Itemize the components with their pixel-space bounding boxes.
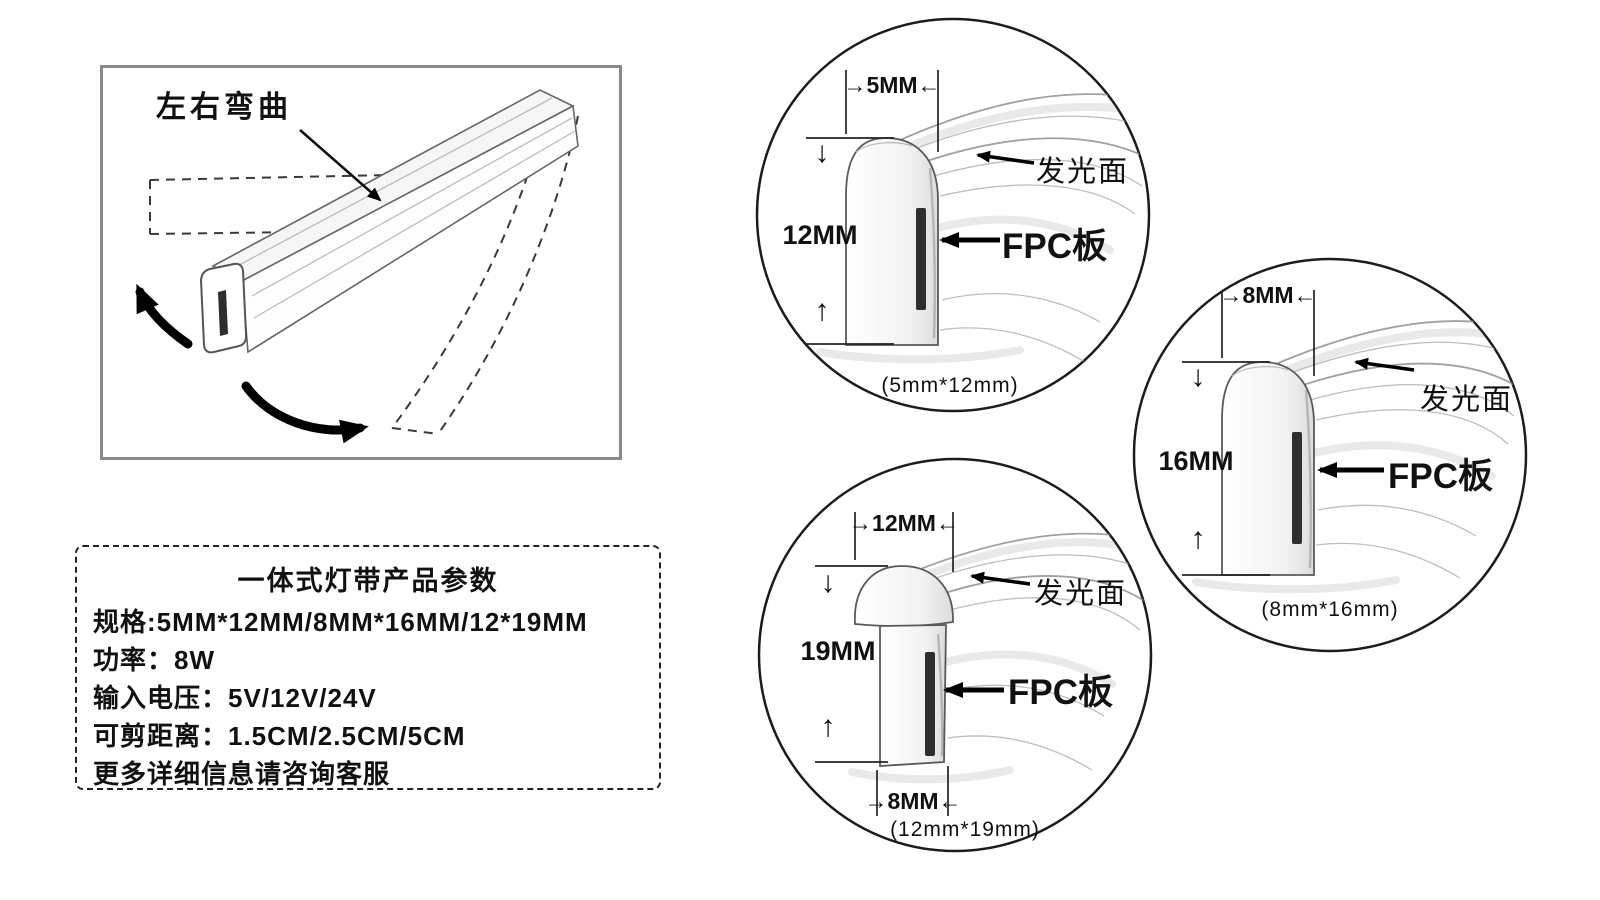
bend-direction-label: 左右弯曲: [156, 91, 292, 124]
product-params-box: 一体式灯带产品参数 规格:5MM*12MM/8MM*16MM/12*19MM 功…: [75, 545, 661, 790]
size-caption: (5mm*12mm): [881, 374, 1019, 397]
width-dimension-label: →8MM←: [1219, 282, 1317, 308]
fpc-board-label: FPC板: [1002, 227, 1108, 266]
glow-surface-label: 发光面: [1420, 384, 1514, 416]
size-caption: (12mm*19mm): [890, 818, 1040, 841]
down-arrow-icon: ↓: [814, 136, 830, 169]
size-caption: (8mm*16mm): [1261, 598, 1399, 621]
height-dimension-label: 12MM: [782, 220, 858, 250]
up-arrow-icon: ↑: [814, 294, 830, 327]
fpc-board-label: FPC板: [1008, 673, 1114, 712]
detail-circle-1-border: [755, 17, 1151, 413]
height-dimension-label: 16MM: [1158, 446, 1234, 476]
detail-circle-3-border: [757, 457, 1153, 853]
spec-line: 输入电压：5V/12V/24V: [93, 683, 377, 713]
spec-line: 功率：8W: [93, 645, 216, 675]
detail-circle-3-sketch: [815, 512, 1151, 816]
spec-line: 可剪距离：1.5CM/2.5CM/5CM: [93, 721, 466, 751]
bend-diagram-box: [100, 65, 622, 460]
width-dimension-label: →5MM←: [843, 72, 941, 98]
bend-diagram-sketch: [135, 89, 579, 444]
glow-surface-label: 发光面: [1034, 578, 1128, 610]
up-arrow-icon: ↑: [1190, 522, 1206, 555]
fpc-board-label: FPC板: [1388, 457, 1494, 496]
params-title: 一体式灯带产品参数: [237, 566, 499, 596]
down-arrow-icon: ↓: [1190, 360, 1206, 393]
spec-line: 规格:5MM*12MM/8MM*16MM/12*19MM: [93, 607, 588, 637]
up-arrow-icon: ↑: [820, 710, 836, 743]
spec-line: 更多详细信息请咨询客服: [93, 759, 391, 789]
glow-surface-label: 发光面: [1036, 156, 1130, 188]
height-dimension-label: 19MM: [800, 636, 876, 666]
bottom-width-dimension-label: →8MM←: [864, 788, 962, 814]
down-arrow-icon: ↓: [820, 566, 836, 599]
width-dimension-label: →12MM←: [849, 510, 959, 536]
